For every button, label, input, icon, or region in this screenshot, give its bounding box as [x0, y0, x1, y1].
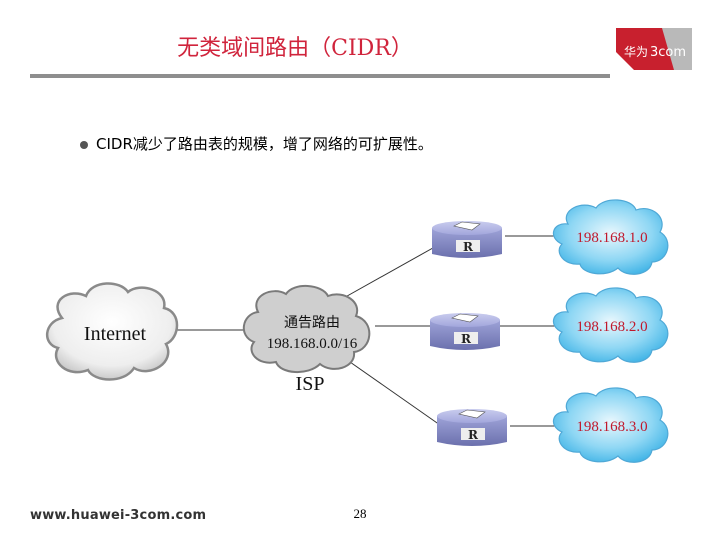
internet-label: Internet	[84, 323, 147, 345]
link-isp-router3	[339, 354, 441, 426]
footer-url: www.huawei-3com.com	[30, 508, 207, 523]
page-number: 28	[353, 506, 367, 521]
network-label-1: 198.168.1.0	[576, 230, 647, 246]
isp-label: ISP	[296, 373, 325, 395]
title-divider	[30, 74, 610, 78]
link-isp-router1	[339, 243, 441, 301]
isp-cloud-line1: 通告路由	[284, 315, 340, 331]
huawei-3com-logo: 华为 3com	[616, 28, 692, 70]
connection-lines	[160, 235, 560, 427]
router-2: R	[430, 313, 500, 350]
network-cloud-1: 198.168.1.0	[552, 199, 669, 275]
network-label-3: 198.168.3.0	[576, 419, 647, 435]
bullet-dot-icon	[80, 140, 88, 149]
isp-cloud-line2: 198.168.0.0/16	[267, 336, 358, 352]
page-title: 无类域间路由（CIDR）	[177, 36, 413, 61]
network-cloud-2: 198.168.2.0	[552, 287, 669, 363]
bullet-point: CIDR减少了路由表的规模，增了网络的可扩展性。	[80, 133, 433, 154]
router-1-label: R	[463, 240, 474, 254]
router-1: R	[432, 221, 502, 258]
network-label-2: 198.168.2.0	[576, 319, 647, 335]
network-cloud-3: 198.168.3.0	[552, 387, 669, 463]
logo-text-en: 3com	[650, 45, 686, 60]
bullet-text: CIDR减少了路由表的规模，增了网络的可扩展性。	[96, 135, 433, 153]
internet-cloud: Internet	[46, 282, 179, 381]
logo-text-cn: 华为	[624, 45, 648, 59]
router-3: R	[437, 409, 507, 446]
router-2-label: R	[461, 332, 472, 346]
router-3-label: R	[468, 428, 479, 442]
isp-cloud: 通告路由 198.168.0.0/16	[243, 285, 371, 373]
